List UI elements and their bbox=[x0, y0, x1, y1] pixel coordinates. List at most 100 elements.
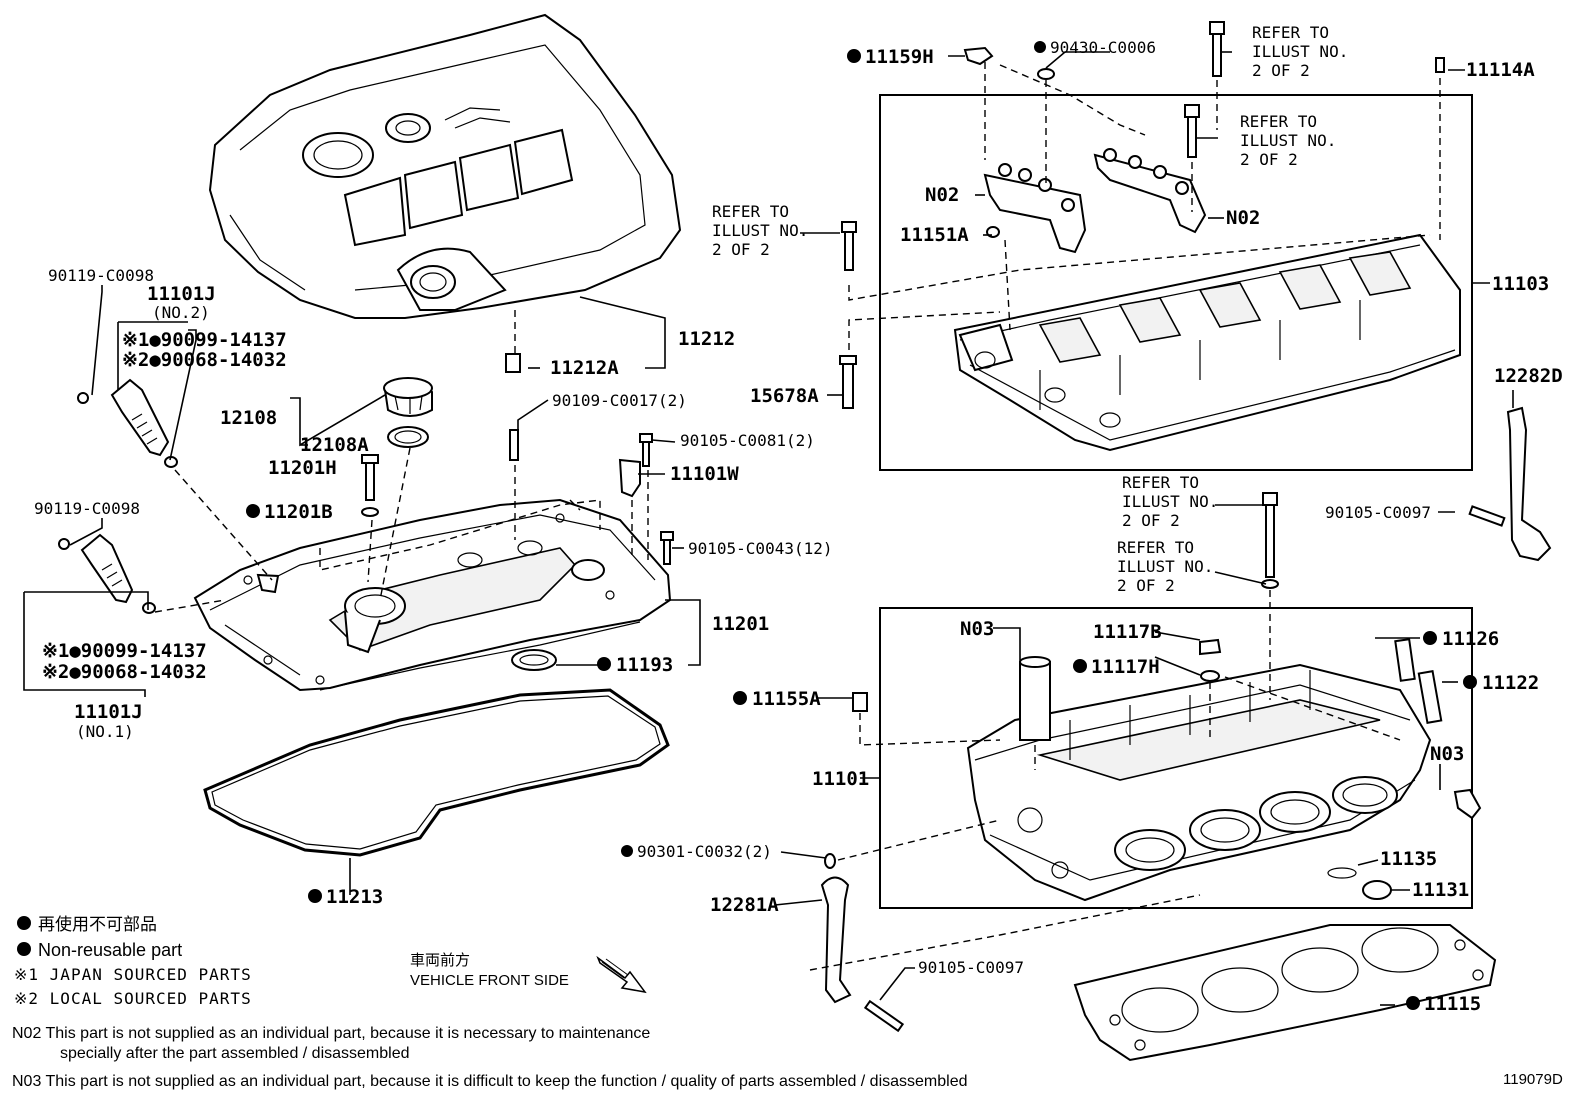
refer-callout-top: REFER TO ILLUST NO. 2 OF 2 bbox=[1252, 23, 1348, 80]
ocv-no2-illustration bbox=[77, 378, 178, 468]
label-11201b: 11201B bbox=[264, 501, 333, 523]
label-11159h: 11159H bbox=[865, 46, 934, 68]
cylinder-head-illustration bbox=[966, 663, 1432, 902]
label-11212a: 11212A bbox=[550, 357, 619, 379]
svg-text:ILLUST NO.: ILLUST NO. bbox=[1240, 131, 1336, 150]
vehicle-front-indicator: 車両前方 VEHICLE FRONT SIDE bbox=[410, 952, 647, 994]
label-11131: 11131 bbox=[1412, 879, 1469, 901]
svg-text:REFER TO: REFER TO bbox=[1240, 112, 1317, 131]
valve-cover-gasket-illustration bbox=[203, 688, 670, 857]
label-11135: 11135 bbox=[1380, 848, 1437, 870]
refer-callout-head-1: REFER TO ILLUST NO. 2 OF 2 bbox=[1122, 473, 1218, 530]
label-n03-right: N03 bbox=[1430, 743, 1464, 765]
label-11201: 11201 bbox=[712, 613, 769, 635]
note-n02-line2: specially after the part assembled / dis… bbox=[60, 1045, 410, 1062]
label-90099-upper: ※1●90099-14137 bbox=[122, 329, 287, 351]
dowel-11155a-illustration bbox=[852, 692, 868, 712]
svg-text:ILLUST NO.: ILLUST NO. bbox=[1122, 492, 1218, 511]
label-11101j-no1: 11101J bbox=[74, 701, 143, 723]
oil-filler-cap-illustration bbox=[383, 377, 433, 448]
svg-text:2 OF 2: 2 OF 2 bbox=[1117, 576, 1175, 595]
cam-sensor-illustration bbox=[618, 458, 641, 498]
label-11117b: 11117B bbox=[1093, 621, 1162, 643]
cam-caps-n02-illustration bbox=[983, 148, 1207, 254]
grommet-11212a-illustration bbox=[505, 353, 521, 373]
cylinder-head-frame bbox=[879, 607, 1473, 909]
label-11117h: 11117H bbox=[1091, 656, 1160, 678]
note-n03: N03 This part is not supplied as an indi… bbox=[12, 1073, 968, 1090]
label-11115: 11115 bbox=[1424, 993, 1481, 1015]
svg-text:REFER TO: REFER TO bbox=[1117, 538, 1194, 557]
svg-text:REFER TO: REFER TO bbox=[1122, 473, 1199, 492]
refer-callouts: REFER TO ILLUST NO. 2 OF 2 REFER TO ILLU… bbox=[712, 23, 1348, 595]
svg-text:REFER TO: REFER TO bbox=[712, 202, 789, 221]
vehicle-front-jp: 車両前方 bbox=[410, 952, 470, 969]
legend-non-reusable-en: Non-reusable part bbox=[38, 940, 182, 960]
label-90068-lower: ※2●90068-14032 bbox=[42, 661, 207, 683]
part-labels: 90119-C0098 11101J (NO.2) ※1●90099-14137… bbox=[34, 38, 1563, 1015]
label-90105-c0097-lower: 90105-C0097 bbox=[918, 958, 1024, 977]
label-11201h: 11201H bbox=[268, 457, 337, 479]
ocv-no1-illustration bbox=[58, 533, 156, 614]
label-11101w: 11101W bbox=[670, 463, 739, 485]
note-n02-line1: N02 This part is not supplied as an indi… bbox=[12, 1025, 650, 1042]
label-90105-c0097-upper: 90105-C0097 bbox=[1325, 503, 1431, 522]
plug-11117b-illustration bbox=[1199, 638, 1222, 656]
label-11212: 11212 bbox=[678, 328, 735, 350]
label-11151a: 11151A bbox=[900, 224, 969, 246]
non-reusable-marker bbox=[246, 504, 260, 518]
leader-lines bbox=[23, 51, 1514, 1006]
legend: 再使用不可部品 Non-reusable part ※1 JAPAN SOURC… bbox=[14, 914, 252, 1008]
label-15678a: 15678A bbox=[750, 385, 819, 407]
label-11101j-no1-sub: (NO.1) bbox=[76, 722, 134, 741]
cam-housing-illustration bbox=[953, 233, 1461, 452]
svg-text:2 OF 2: 2 OF 2 bbox=[1252, 61, 1310, 80]
vehicle-front-en: VEHICLE FRONT SIDE bbox=[410, 972, 569, 989]
svg-text:2 OF 2: 2 OF 2 bbox=[712, 240, 770, 259]
label-11122: 11122 bbox=[1482, 672, 1539, 694]
label-11101: 11101 bbox=[812, 768, 869, 790]
label-n03-pipe: N03 bbox=[960, 618, 994, 640]
bracket-12282d-illustration bbox=[1506, 406, 1552, 562]
legend-local-sourced: ※2 LOCAL SOURCED PARTS bbox=[14, 989, 252, 1008]
label-90068-upper: ※2●90068-14032 bbox=[122, 349, 287, 371]
svg-text:2 OF 2: 2 OF 2 bbox=[1240, 150, 1298, 169]
legend-non-reusable-jp: 再使用不可部品 bbox=[38, 914, 157, 934]
engine-cover-illustration bbox=[208, 13, 682, 319]
front-arrow-icon bbox=[596, 955, 647, 994]
label-90109-c0017: 90109-C0017(2) bbox=[552, 391, 687, 410]
label-90301-c0032: 90301-C0032(2) bbox=[637, 842, 772, 861]
label-11114a: 11114A bbox=[1466, 59, 1535, 81]
seal-11193-illustration bbox=[511, 649, 557, 671]
svg-text:REFER TO: REFER TO bbox=[1252, 23, 1329, 42]
bolt-11201h-illustration bbox=[365, 459, 375, 501]
label-n02-right: N02 bbox=[1226, 207, 1260, 229]
label-90105-c0081: 90105-C0081(2) bbox=[680, 431, 815, 450]
label-90119-c0098-lower: 90119-C0098 bbox=[34, 499, 140, 518]
svg-text:2 OF 2: 2 OF 2 bbox=[1122, 511, 1180, 530]
label-11155a: 11155A bbox=[752, 688, 821, 710]
refer-callout-head-2: REFER TO ILLUST NO. 2 OF 2 bbox=[1117, 538, 1213, 595]
n03-pipe-illustration bbox=[1019, 661, 1051, 741]
label-n02-left: N02 bbox=[925, 184, 959, 206]
label-11126: 11126 bbox=[1442, 628, 1499, 650]
label-11101j-no2: 11101J bbox=[147, 283, 216, 305]
label-12108: 12108 bbox=[220, 407, 277, 429]
label-90105-c0043: 90105-C0043(12) bbox=[688, 539, 833, 558]
refer-callout-cam: REFER TO ILLUST NO. 2 OF 2 bbox=[1240, 112, 1336, 169]
svg-text:ILLUST NO.: ILLUST NO. bbox=[1117, 557, 1213, 576]
refer-callout-left: REFER TO ILLUST NO. 2 OF 2 bbox=[712, 202, 808, 259]
label-11101j-no2-sub: (NO.2) bbox=[152, 303, 210, 322]
label-11193: 11193 bbox=[616, 654, 673, 676]
label-11103: 11103 bbox=[1492, 273, 1549, 295]
svg-text:ILLUST NO.: ILLUST NO. bbox=[1252, 42, 1348, 61]
legend-japan-sourced: ※1 JAPAN SOURCED PARTS bbox=[14, 965, 252, 984]
valve-cover-illustration bbox=[193, 498, 672, 692]
part-90430-illustration bbox=[1037, 68, 1055, 80]
bracket-12281a-illustration bbox=[820, 876, 852, 1004]
label-90119-c0098-upper: 90119-C0098 bbox=[48, 266, 154, 285]
drawing-number: 119079D bbox=[1503, 1071, 1563, 1088]
head-gasket-illustration bbox=[1073, 924, 1497, 1062]
